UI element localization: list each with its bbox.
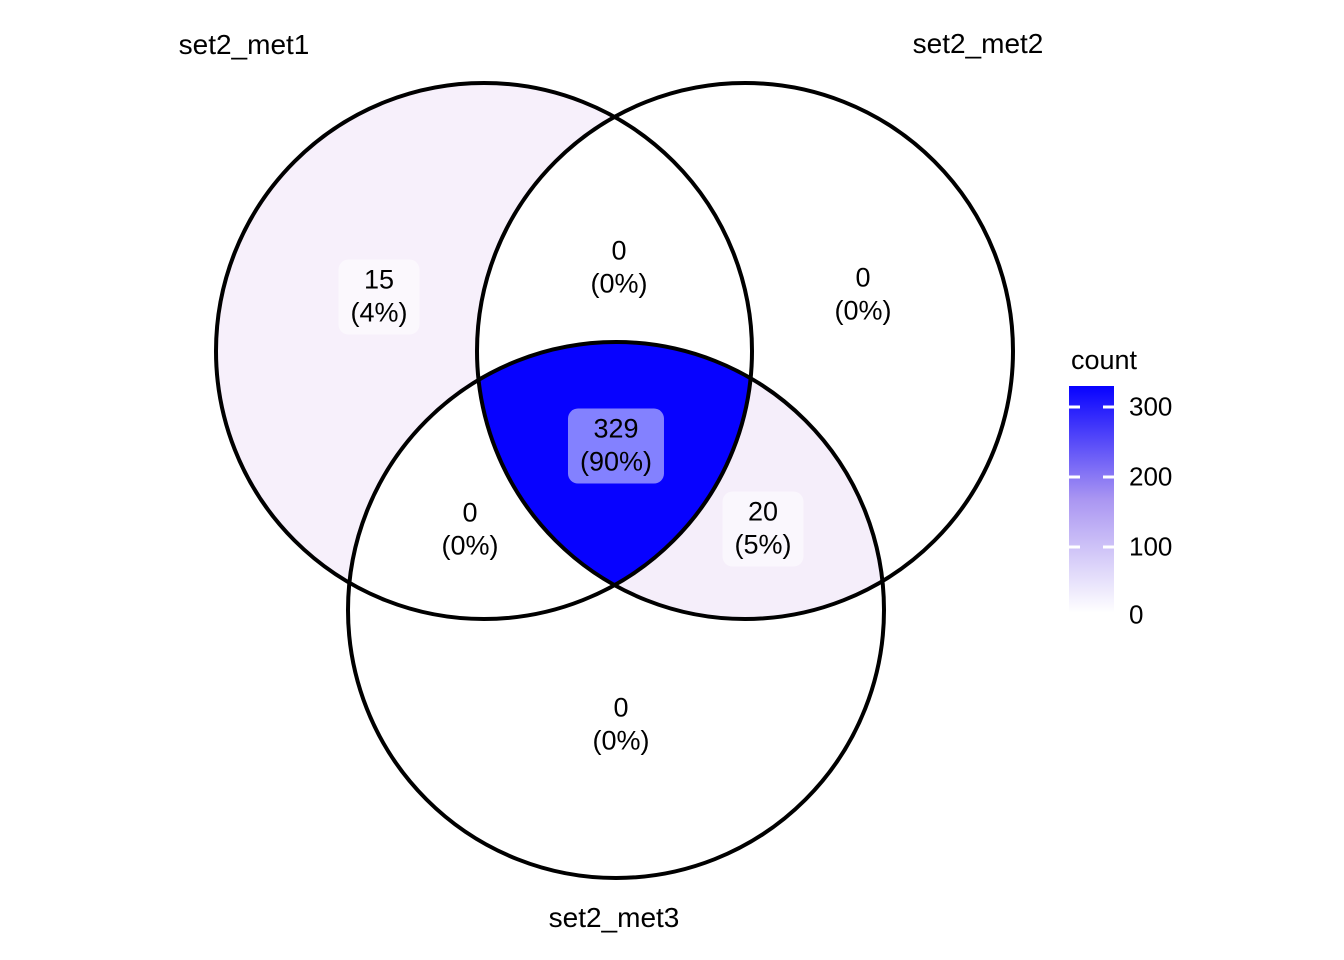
legend-colorbar: [1069, 386, 1114, 613]
legend-title: count: [1071, 345, 1138, 375]
region-count: 15: [363, 264, 395, 295]
region-label-set2-set3: 20 (5%): [722, 491, 804, 567]
legend-tickmark-200: [1069, 475, 1080, 479]
region-percent: (90%): [579, 447, 653, 477]
region-count: 20: [747, 496, 779, 527]
legend-tickmark-100: [1103, 545, 1114, 549]
region-label-set3-only: 0 (0%): [580, 687, 662, 763]
region-percent: (5%): [734, 530, 792, 560]
legend-tickmark-200: [1103, 475, 1114, 479]
region-label-set1-set3: 0 (0%): [429, 492, 511, 568]
legend: count 300 200 100 0: [1069, 345, 1172, 630]
set-label-set2_met1: set2_met1: [178, 29, 310, 60]
region-percent: (0%): [834, 296, 892, 326]
region-label-set1-set2-set3: 329 (90%): [567, 408, 665, 484]
legend-tick-labels: 300 200 100 0: [1129, 386, 1189, 630]
legend-tick-label-200: 200: [1129, 461, 1173, 492]
region-label-set1-set2: 0 (0%): [578, 230, 660, 306]
set-label-set2_met2: set2_met2: [912, 28, 1044, 59]
region-label-set1-only: 15 (4%): [338, 259, 420, 335]
legend-tickmark-300: [1103, 405, 1114, 409]
region-count: 0: [462, 497, 478, 528]
region-percent: (0%): [592, 726, 650, 756]
legend-tick-label-100: 100: [1129, 531, 1173, 562]
region-count: 0: [611, 235, 627, 266]
region-count: 0: [855, 262, 871, 293]
circle-set2_met2-outline: [475, 81, 1015, 621]
legend-tickmark-100: [1069, 545, 1080, 549]
region-count: 0: [613, 692, 629, 723]
region-percent: (0%): [441, 531, 499, 561]
set-label-set2_met3: set2_met3: [548, 902, 680, 933]
circle-set2_met1-outline: [214, 81, 754, 621]
region-percent: (0%): [590, 269, 648, 299]
legend-tick-label-0: 0: [1129, 599, 1144, 630]
region-label-set2-only: 0 (0%): [822, 257, 904, 333]
region-percent: (4%): [350, 298, 408, 328]
legend-tickmark-300: [1069, 405, 1080, 409]
region-count: 329: [593, 413, 639, 444]
circle-set2_met3-outline: [346, 340, 886, 880]
legend-tick-label-300: 300: [1129, 391, 1173, 422]
